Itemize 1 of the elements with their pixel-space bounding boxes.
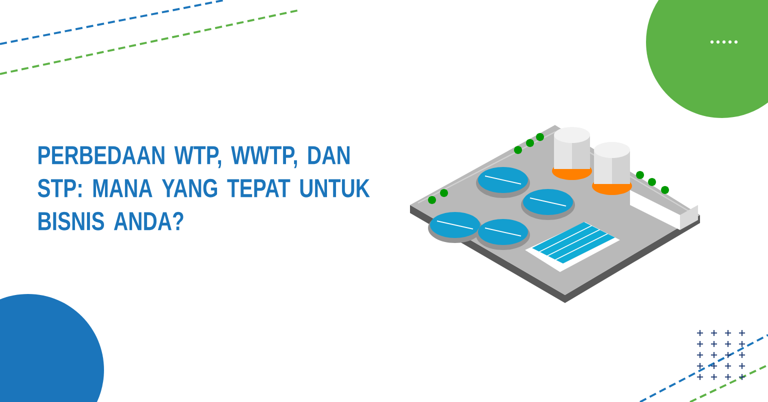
title: PERBEDAAN WTP, WWTP, DAN STP: MANA YANG TEPAT UNTUK BISNIS ANDA? (38, 146, 370, 230)
